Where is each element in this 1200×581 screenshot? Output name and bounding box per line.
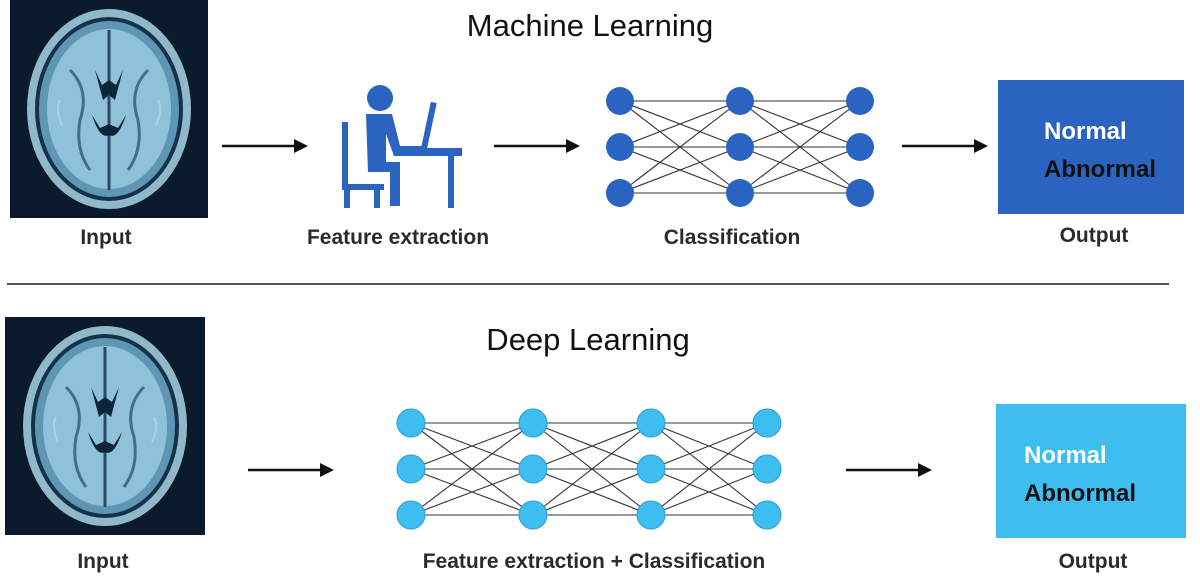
nn-node bbox=[636, 454, 666, 484]
nn-node bbox=[752, 408, 782, 438]
mri-scan-image bbox=[5, 317, 205, 535]
nn-node bbox=[396, 408, 426, 438]
nn-node bbox=[606, 87, 634, 115]
dl-combined-label: Feature extraction + Classification bbox=[422, 550, 766, 573]
nn-node bbox=[606, 179, 634, 207]
dl-arrow-2 bbox=[846, 463, 932, 477]
nn-node bbox=[518, 500, 548, 530]
ml-input-label: Input bbox=[80, 226, 132, 249]
dl-input-label: Input bbox=[77, 550, 129, 573]
nn-node bbox=[726, 133, 754, 161]
dl-title: Deep Learning bbox=[486, 322, 690, 357]
dl-arrow-1 bbox=[248, 463, 334, 477]
nn-node bbox=[846, 133, 874, 161]
nn-node bbox=[518, 454, 548, 484]
ml-neural-network bbox=[606, 87, 874, 207]
nn-node bbox=[396, 454, 426, 484]
ml-arrow-3 bbox=[902, 139, 988, 153]
nn-node bbox=[752, 454, 782, 484]
section-divider bbox=[7, 283, 1169, 285]
ml-output-abnormal: Abnormal bbox=[1044, 156, 1157, 183]
mri-scan-image bbox=[10, 0, 208, 218]
dl-output-normal: Normal bbox=[1024, 442, 1107, 469]
dl-output-box: Normal Abnormal bbox=[996, 404, 1186, 538]
nn-node bbox=[846, 179, 874, 207]
person-at-computer-icon bbox=[342, 85, 462, 208]
nn-node bbox=[518, 408, 548, 438]
nn-node bbox=[636, 408, 666, 438]
ml-classification-label: Classification bbox=[663, 226, 801, 249]
ml-output-label: Output bbox=[1059, 224, 1129, 247]
dl-output-label: Output bbox=[1058, 550, 1128, 573]
nn-node bbox=[752, 500, 782, 530]
ml-arrow-2 bbox=[494, 139, 580, 153]
dl-output-abnormal: Abnormal bbox=[1024, 480, 1137, 507]
ml-output-normal: Normal bbox=[1044, 118, 1127, 145]
nn-node bbox=[726, 179, 754, 207]
nn-node bbox=[606, 133, 634, 161]
nn-node bbox=[846, 87, 874, 115]
nn-node bbox=[636, 500, 666, 530]
ml-feature-label: Feature extraction bbox=[306, 226, 490, 249]
nn-node bbox=[726, 87, 754, 115]
dl-neural-network bbox=[396, 408, 782, 530]
ml-arrow-1 bbox=[222, 139, 308, 153]
ml-output-box: Normal Abnormal bbox=[998, 80, 1184, 214]
nn-node bbox=[396, 500, 426, 530]
ml-title: Machine Learning bbox=[466, 8, 714, 43]
